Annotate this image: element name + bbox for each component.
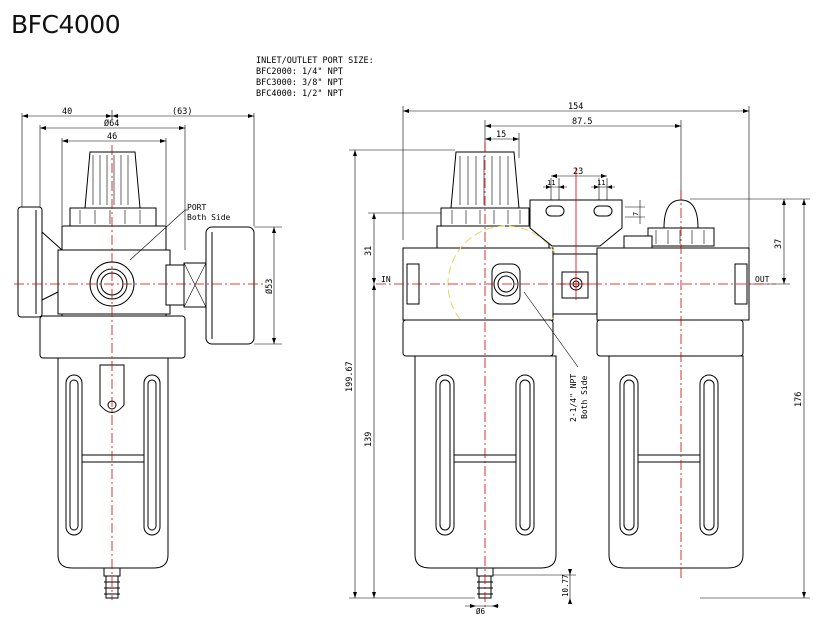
dim-37: 37 [774, 239, 784, 249]
spec-heading: INLET/OUTLET PORT SIZE: [256, 56, 374, 66]
dim-63: (63) [172, 107, 192, 117]
spec-line-bfc3000: BFC3000: 3/8" NPT [256, 78, 343, 88]
dim-11-left: 11 [547, 179, 555, 187]
npt-callout-label: 2-1/4" NPT [569, 374, 578, 422]
spec-line-bfc2000: BFC2000: 1/4" NPT [256, 67, 343, 77]
drawing-title: BFC4000 [11, 10, 121, 39]
left-side-view: 40 (63) Ø64 46 [14, 107, 282, 600]
dim-10-77: 10.77 [561, 574, 570, 597]
front-view: 154 87.5 15 23 11 11 7 199.67 31 139 [345, 102, 810, 616]
dim-dia-6: Ø6 [476, 607, 486, 616]
dim-176: 176 [794, 392, 804, 407]
dim-139: 139 [364, 432, 374, 447]
dim-87-5: 87.5 [572, 117, 592, 127]
dim-46: 46 [107, 132, 117, 142]
dim-dia-53: Ø53 [264, 279, 275, 294]
spec-line-bfc4000: BFC4000: 1/2" NPT [256, 89, 343, 99]
npt-callout-sub: Both Side [580, 375, 589, 419]
dim-11-right: 11 [597, 179, 605, 187]
dim-dia-64: Ø64 [104, 118, 119, 129]
port-callout-sub: Both Side [187, 213, 231, 222]
dim-7: 7 [632, 212, 640, 216]
dim-31: 31 [364, 246, 374, 256]
dim-199-67: 199.67 [345, 361, 355, 392]
port-callout-label: PORT [187, 203, 206, 212]
dim-23: 23 [573, 167, 583, 177]
dim-40: 40 [62, 107, 72, 117]
port-size-spec: INLET/OUTLET PORT SIZE: BFC2000: 1/4" NP… [256, 56, 374, 99]
outlet-label: OUT [755, 275, 770, 284]
dim-154: 154 [568, 102, 583, 112]
dim-15: 15 [496, 130, 506, 140]
inlet-label: IN [381, 275, 391, 284]
